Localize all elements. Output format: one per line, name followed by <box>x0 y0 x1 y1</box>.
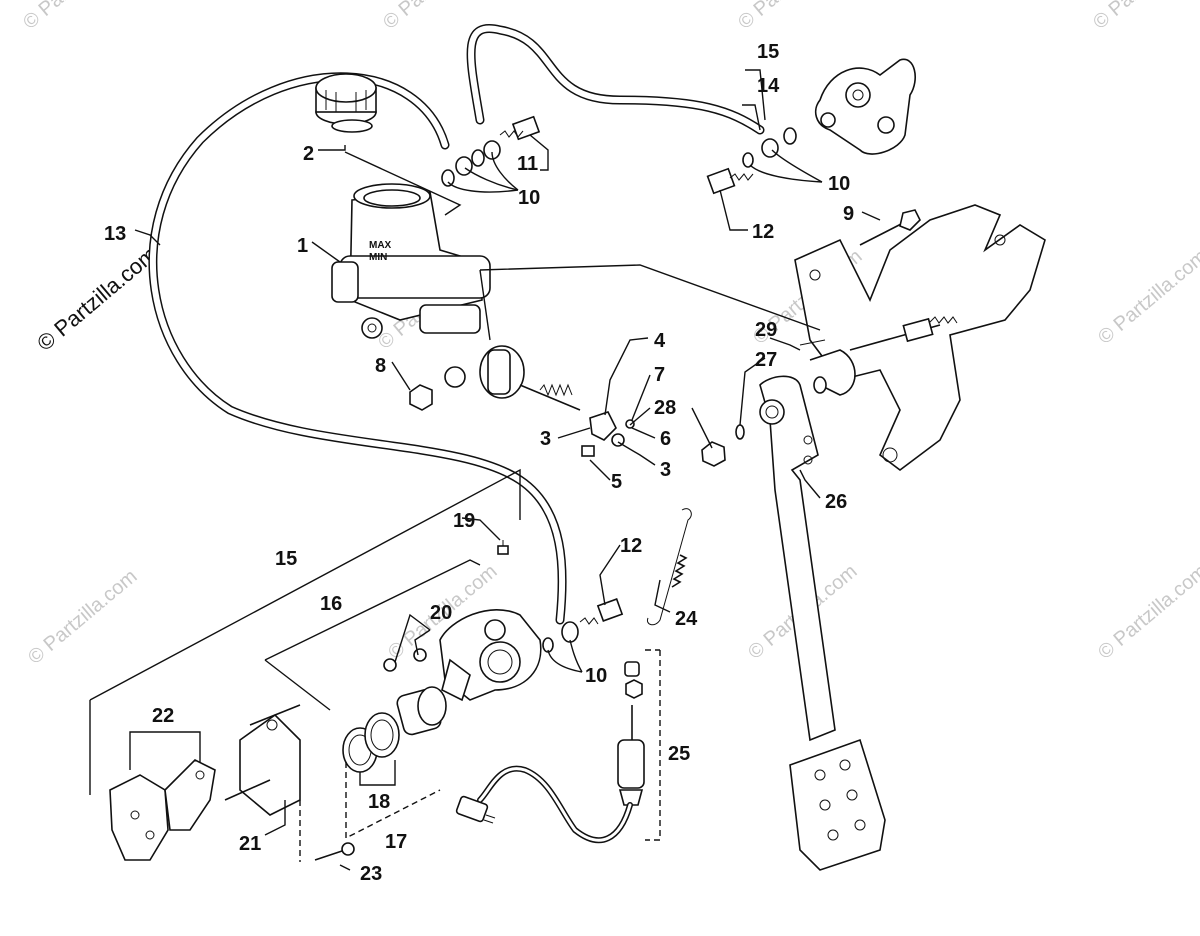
callout-19: 19 <box>453 510 475 532</box>
callout-9: 9 <box>843 203 854 225</box>
callout-labels: 2 1 13 8 15 14 11 10 10 12 9 4 7 28 3 6 … <box>104 41 854 885</box>
callout-29: 29 <box>755 319 777 341</box>
brake-switch-25 <box>455 661 645 844</box>
callout-4: 4 <box>654 330 666 352</box>
callout-3-right: 3 <box>660 459 671 481</box>
watermark-low-far-right: © Partzilla.com <box>1094 560 1200 663</box>
bolt-9 <box>859 209 921 246</box>
callout-23: 23 <box>360 863 382 885</box>
callout-15-top: 15 <box>757 41 779 63</box>
nut-28 <box>701 441 726 467</box>
leader-lines <box>89 69 881 871</box>
brake-pedal <box>759 375 886 871</box>
bolt-8 <box>409 366 466 411</box>
callout-6: 6 <box>660 428 671 450</box>
callout-28: 28 <box>654 397 676 419</box>
caliper-top <box>814 58 916 155</box>
callout-3-left: 3 <box>540 428 551 450</box>
watermark-top-left: © Partzilla.com <box>19 0 136 34</box>
push-rod <box>519 383 635 457</box>
callout-5: 5 <box>611 471 622 493</box>
spring-24 <box>646 508 692 626</box>
callout-8: 8 <box>375 355 386 377</box>
callout-12-bottom: 12 <box>620 535 642 557</box>
watermark-top-far-right: © Partzilla.com <box>1089 0 1200 34</box>
banjo-bolt-12-bottom <box>542 598 624 653</box>
callout-10-top-right: 10 <box>828 173 850 195</box>
caliper-bottom <box>439 609 542 702</box>
callout-10-bottom: 10 <box>585 665 607 687</box>
callout-2: 2 <box>303 143 314 165</box>
banjo-bolt-11 <box>441 115 541 187</box>
brake-pads-22 <box>109 759 216 861</box>
callout-25: 25 <box>668 743 690 765</box>
bleeder-19 <box>497 540 509 555</box>
callout-14: 14 <box>757 75 780 97</box>
callout-12-top: 12 <box>752 221 774 243</box>
pedal-pivot-bolt <box>849 316 958 351</box>
callout-17: 17 <box>385 831 407 853</box>
callout-16: 16 <box>320 593 342 615</box>
watermark-mid-far-right: © Partzilla.com <box>1094 245 1200 348</box>
callout-20: 20 <box>430 602 452 624</box>
callout-7: 7 <box>654 364 665 386</box>
bracket-21 <box>224 704 301 816</box>
callout-11: 11 <box>517 153 538 175</box>
reservoir-cap <box>315 73 377 133</box>
callout-15-bottom: 15 <box>275 548 297 570</box>
callout-21: 21 <box>239 833 261 855</box>
callout-13: 13 <box>104 223 126 245</box>
brake-hose-14 <box>466 24 765 135</box>
callout-24: 24 <box>675 608 698 630</box>
callout-22: 22 <box>152 705 174 727</box>
watermark-top-right: © Partzilla.com <box>734 0 851 34</box>
bolt-23 <box>314 842 355 861</box>
watermark-low-left: © Partzilla.com <box>24 565 141 668</box>
reservoir-min-mark: MIN <box>369 252 387 263</box>
banjo-bolt-12-top <box>706 127 797 195</box>
reservoir-max-mark: MAX <box>369 240 392 251</box>
watermark-main: © Partzilla.com <box>32 241 162 355</box>
callout-10-top-left: 10 <box>518 187 540 209</box>
piston-17 <box>342 686 447 773</box>
callout-27: 27 <box>755 349 777 371</box>
callout-1: 1 <box>297 235 308 257</box>
callout-18: 18 <box>368 791 390 813</box>
brake-hose-13 <box>148 72 567 625</box>
master-cylinder: MAX MIN <box>331 183 525 399</box>
callout-26: 26 <box>825 491 847 513</box>
